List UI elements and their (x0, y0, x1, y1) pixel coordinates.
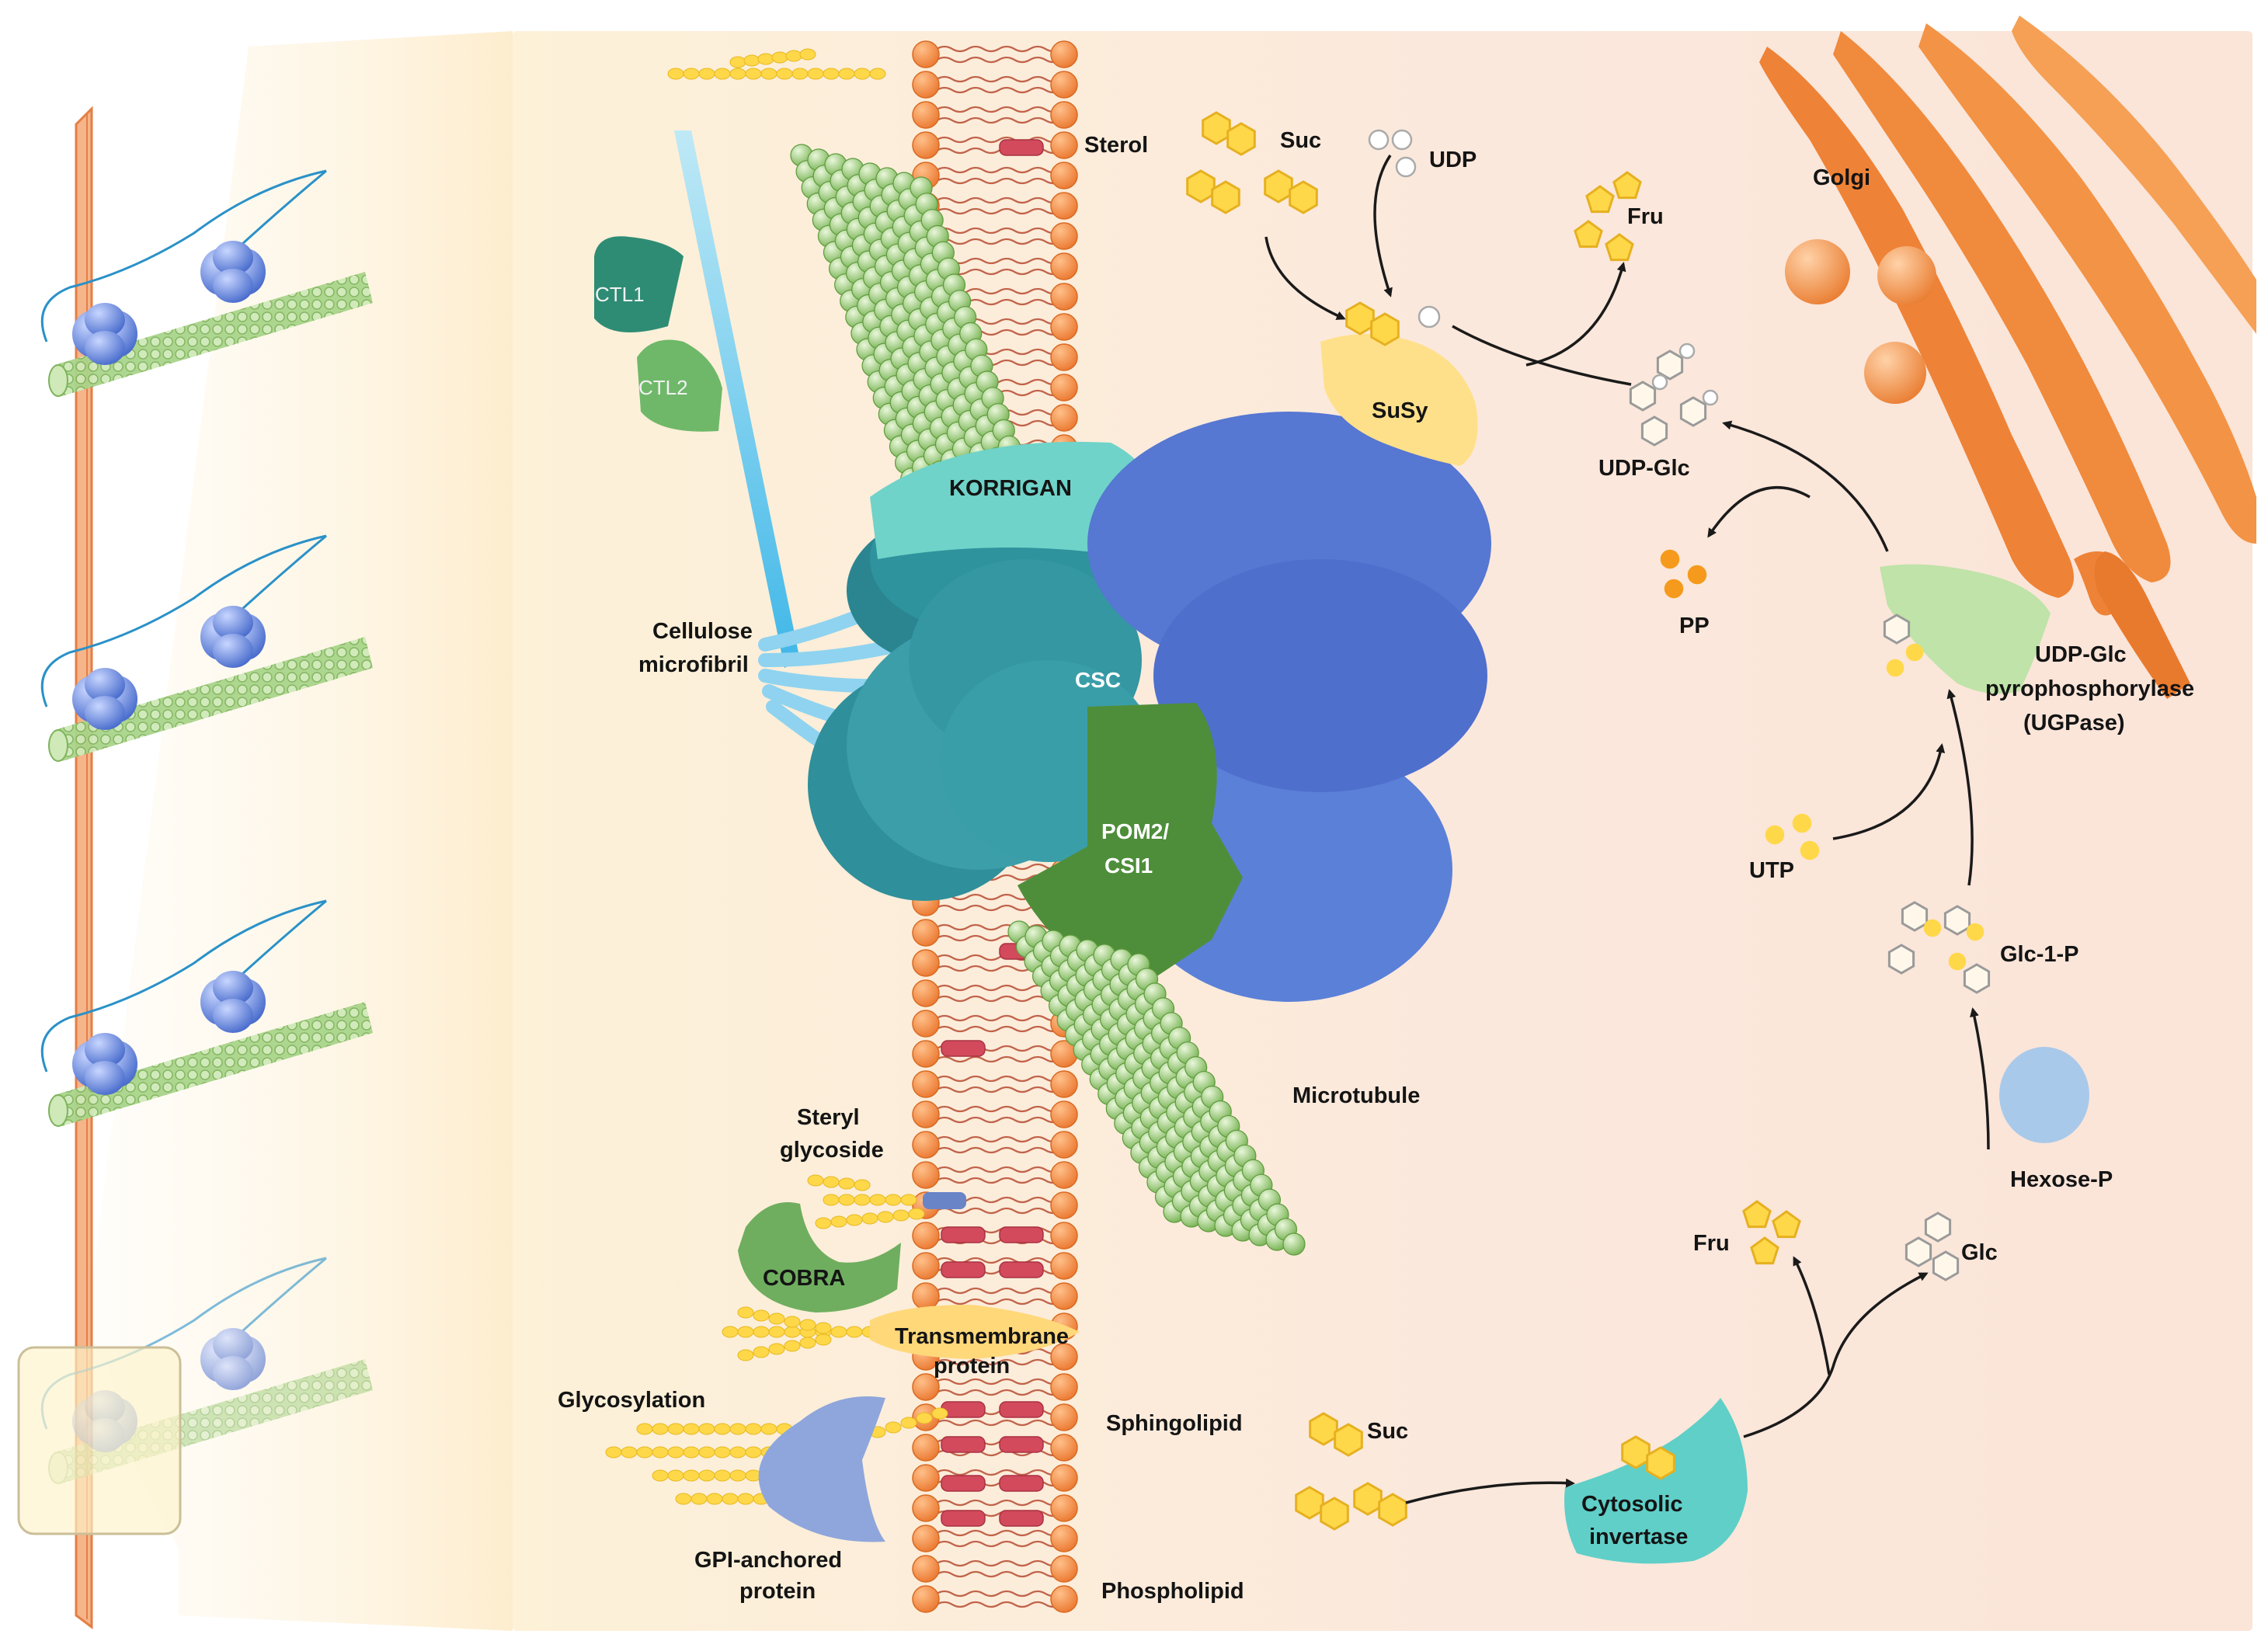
label-ctl1: CTL1 (595, 283, 645, 306)
label-csc: CSC (1075, 668, 1121, 692)
labels: Sterol Suc UDP Fru Golgi CTL1 CTL2 SuSy … (558, 128, 2194, 1604)
microtubule-lower (1007, 920, 1306, 1256)
label-udp: UDP (1429, 148, 1477, 172)
label-pp: PP (1679, 614, 1710, 638)
label-golgi: Golgi (1813, 165, 1870, 190)
ctl1-protein (594, 236, 684, 332)
label-glc1p: Glc-1-P (2000, 942, 2079, 967)
label-fru-bottom: Fru (1693, 1231, 1730, 1256)
label-gpi-2: protein (739, 1579, 816, 1604)
label-transmembrane-2: protein (934, 1354, 1010, 1379)
label-cellulose-1: Cellulose (652, 619, 753, 644)
ctl2-protein (637, 339, 722, 432)
ugpase-enzyme (1880, 564, 2051, 694)
label-fru-top: Fru (1627, 204, 1664, 229)
zoom-fan (85, 31, 513, 1631)
metabolites (1186, 111, 1991, 1531)
label-ugpase-2: pyrophosphorylase (1985, 676, 2194, 701)
label-utp: UTP (1749, 858, 1794, 883)
zoom-box (17, 1346, 182, 1535)
label-pom2-1: POM2/ (1101, 819, 1169, 843)
cell-wall-overview (17, 106, 373, 1629)
label-suc-bottom: Suc (1367, 1419, 1408, 1444)
cytosolic-invertase-enzyme (1564, 1398, 1748, 1564)
label-glc: Glc (1961, 1240, 1998, 1265)
label-cytosolic-2: invertase (1589, 1525, 1688, 1549)
gpi-anchored-protein (758, 1396, 885, 1542)
label-sterol: Sterol (1084, 133, 1148, 158)
label-phospholipid: Phospholipid (1101, 1579, 1244, 1604)
golgi-apparatus (1759, 16, 2256, 699)
label-transmembrane-1: Transmembrane (895, 1324, 1069, 1349)
label-cellulose-2: microfibril (638, 652, 749, 677)
glycosylation-chains (605, 48, 948, 1505)
label-pom2-2: CSI1 (1104, 854, 1153, 878)
csc-complex (808, 412, 1491, 1002)
label-ctl2: CTL2 (638, 376, 688, 399)
label-gpi-1: GPI-anchored (694, 1548, 842, 1573)
label-microtubule: Microtubule (1292, 1083, 1420, 1108)
label-susy: SuSy (1372, 398, 1428, 423)
label-suc-top: Suc (1280, 128, 1321, 153)
label-udp-glc: UDP-Glc (1598, 456, 1690, 481)
transmembrane-protein (870, 1305, 1080, 1359)
label-steryl-1: Steryl (797, 1105, 860, 1130)
microtubule-upper (790, 144, 1065, 588)
pathway-arrows (1264, 155, 1990, 1504)
label-glycosylation: Glycosylation (558, 1388, 705, 1413)
label-ugpase-1: UDP-Glc (2035, 642, 2127, 667)
label-ugpase-3: (UGPase) (2023, 711, 2125, 735)
label-cytosolic-1: Cytosolic (1581, 1492, 1683, 1517)
label-hexose-p: Hexose-P (2010, 1167, 2113, 1192)
korrigan-protein (870, 441, 1157, 559)
pom2-csi1-protein (1017, 703, 1243, 986)
label-sphingolipid: Sphingolipid (1106, 1411, 1243, 1436)
label-korrigan: KORRIGAN (949, 476, 1072, 501)
label-steryl-2: glycoside (780, 1138, 884, 1163)
hexose-p-blob (1999, 1047, 2089, 1143)
susy-enzyme (1320, 334, 1478, 466)
cobra-protein (738, 1202, 901, 1312)
label-cobra: COBRA (763, 1266, 845, 1291)
